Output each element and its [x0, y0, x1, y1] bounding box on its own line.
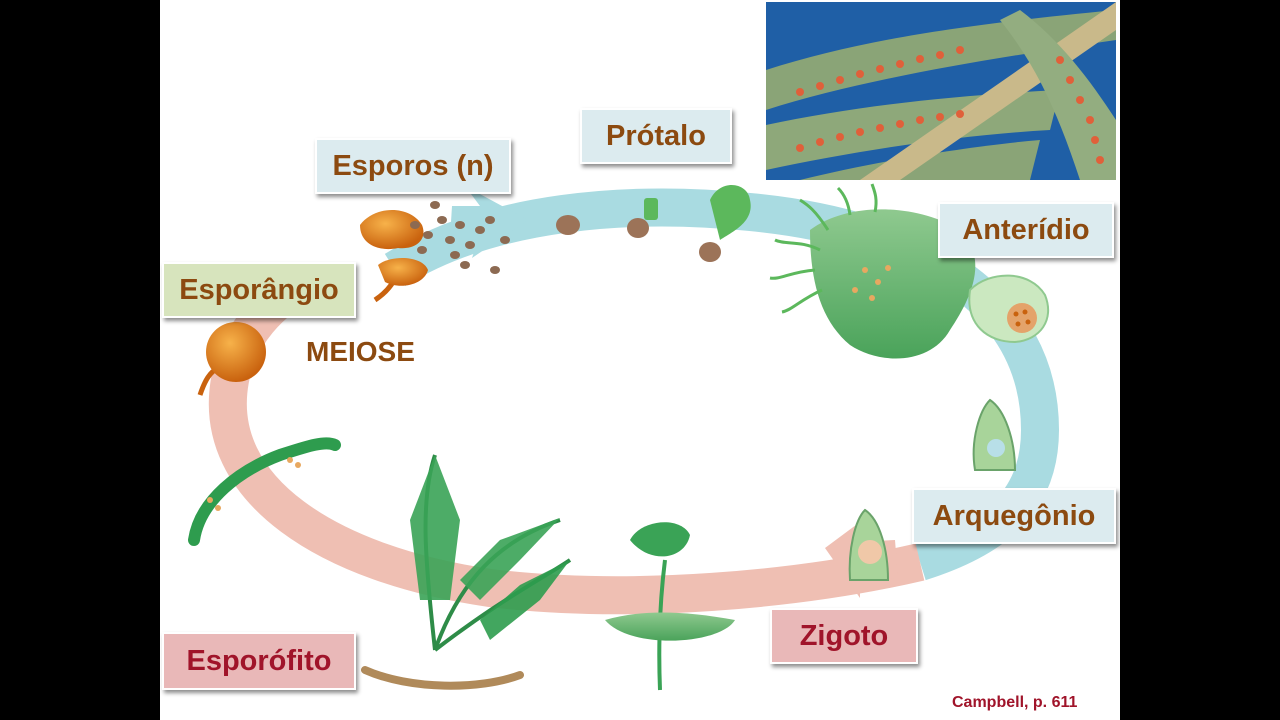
spores-icon	[410, 201, 510, 274]
label-anteridio: Anterídio	[938, 202, 1114, 258]
prothallus-icon	[556, 183, 976, 359]
slide: Esporos (n) Prótalo Anterídio Esporângio…	[160, 0, 1120, 720]
label-zigoto: Zigoto	[770, 608, 918, 664]
fern-sporophyte-icon	[188, 437, 735, 691]
label-esporofito: Esporófito	[162, 632, 356, 690]
label-esporos: Esporos (n)	[315, 138, 511, 194]
diploid-arrow-band	[209, 263, 925, 615]
label-arquegonio: Arquegônio	[912, 488, 1116, 544]
life-cycle-diagram	[188, 2, 1116, 691]
citation: Campbell, p. 611	[952, 694, 1078, 711]
label-esporangio: Esporângio	[162, 262, 356, 318]
fern-sori-photo	[766, 2, 1116, 180]
archegonium-icon	[848, 398, 1017, 581]
antheridium-icon	[968, 274, 1050, 344]
label-protalo: Prótalo	[580, 108, 732, 164]
meiose-label: MEIOSE	[306, 336, 415, 367]
sporangium-icon	[197, 210, 428, 396]
